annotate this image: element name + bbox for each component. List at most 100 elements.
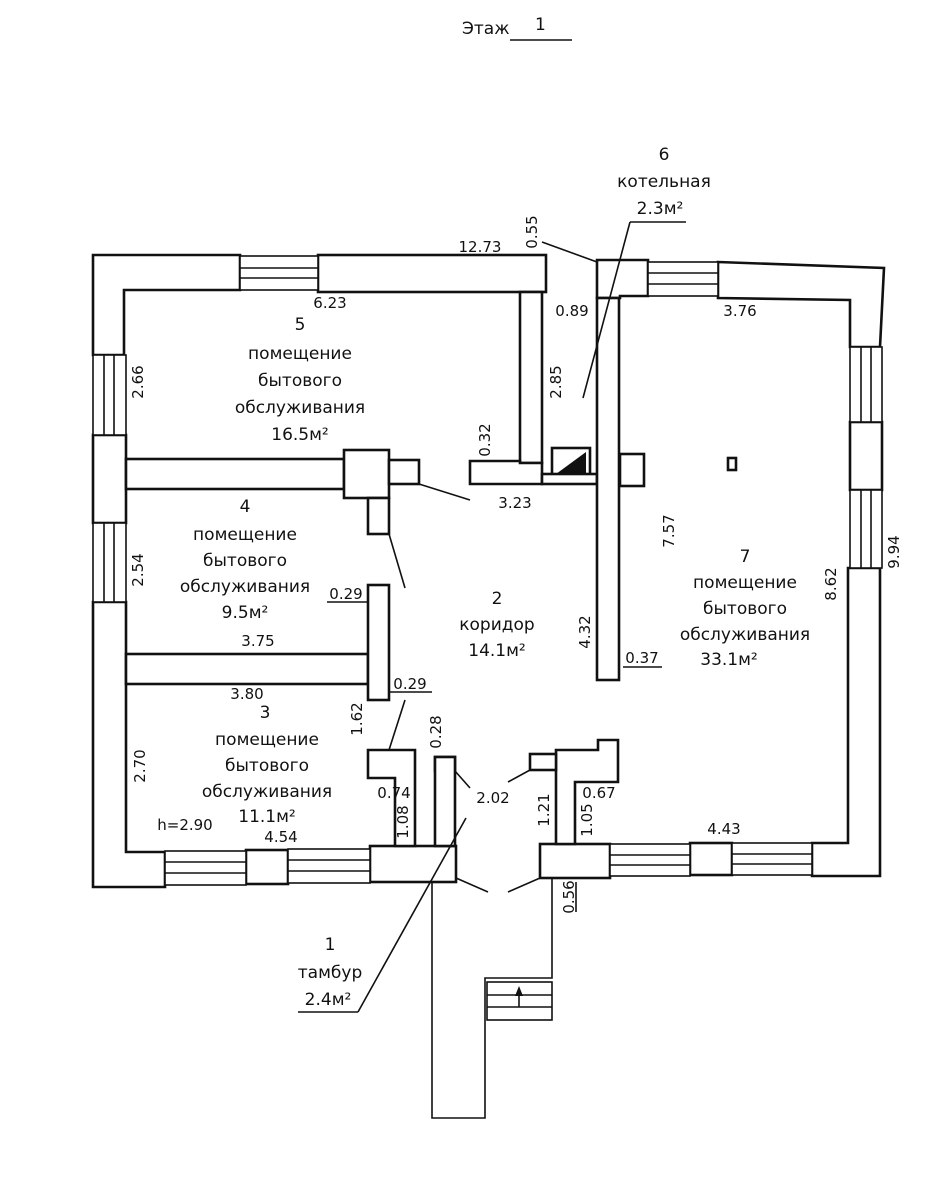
left-wall-mid xyxy=(91,433,128,525)
floor-number: 1 xyxy=(535,15,546,35)
dim-r5-width: 6.23 xyxy=(313,294,346,312)
dim-r7-width-bottom: 4.43 xyxy=(707,820,740,838)
room-2-number: 2 xyxy=(492,589,503,609)
dim-wall-108: 1.08 xyxy=(394,805,412,838)
room-3-name-3: обслуживания xyxy=(202,782,332,802)
partition-4-3 xyxy=(124,652,370,686)
outer-walls xyxy=(91,253,886,889)
dim-vestibule-width: 2.02 xyxy=(476,789,509,807)
wall-6-sill xyxy=(540,472,599,486)
room-7-name-3: обслуживания xyxy=(680,625,810,645)
dim-r3-width-top: 3.80 xyxy=(230,685,263,703)
floor-label: Этаж xyxy=(462,19,510,39)
dim-r7-width-top: 3.76 xyxy=(723,302,756,320)
bottom-pier-4 xyxy=(688,841,734,877)
window-right-1 xyxy=(849,346,883,423)
dim-corridor-width: 3.23 xyxy=(498,494,531,512)
wall-vertical-029 xyxy=(366,583,391,702)
room-4-label: 4 помещение бытового обслуживания 9.5м² xyxy=(180,497,310,623)
bottom-pier-3 xyxy=(538,842,612,880)
wall-vestibule-right-stub xyxy=(528,752,558,772)
dim-r4-width: 3.75 xyxy=(241,632,274,650)
dim-r7-depth: 8.62 xyxy=(822,567,840,600)
dim-corridor-length: 7.57 xyxy=(660,514,678,547)
room-2-label: 2 коридор 14.1м² xyxy=(459,589,534,661)
room-6-name: котельная xyxy=(617,172,711,192)
room-6-area: 2.3м² xyxy=(637,199,684,219)
top-wall-right xyxy=(595,258,650,300)
interior-walls xyxy=(124,290,738,848)
dim-wall-432: 4.32 xyxy=(576,615,594,648)
dim-wall-037: 0.37 xyxy=(625,649,658,667)
room-4-name-3: обслуживания xyxy=(180,577,310,597)
room-1-name: тамбур xyxy=(298,963,362,983)
arrow-up-icon xyxy=(515,986,523,996)
dim-wall-067: 0.67 xyxy=(582,784,615,802)
room-5-name-2: бытового xyxy=(258,371,342,391)
room-4-area: 9.5м² xyxy=(222,603,269,623)
top-wall-segment xyxy=(316,253,548,294)
dim-r6-width: 0.89 xyxy=(555,302,588,320)
room-7-name-1: помещение xyxy=(693,573,797,593)
window-bottom-1 xyxy=(164,850,247,886)
room-3-number: 3 xyxy=(260,703,271,723)
room-1-number: 1 xyxy=(325,935,336,955)
room-5-name-1: помещение xyxy=(248,344,352,364)
wall-7-stub xyxy=(618,452,646,488)
column-center xyxy=(342,448,391,500)
wall-vestibule-left xyxy=(366,748,417,848)
room-7-name-2: бытового xyxy=(703,599,787,619)
wall-vestibule-right xyxy=(554,738,620,846)
boiler-icon xyxy=(556,452,586,474)
dim-r3-width-bottom: 4.54 xyxy=(264,828,297,846)
window-top-2 xyxy=(647,261,719,297)
window-top-1 xyxy=(239,255,319,291)
dim-wall-028: 0.28 xyxy=(427,715,445,748)
window-bottom-2 xyxy=(287,848,371,884)
room-7-area: 33.1м² xyxy=(700,650,758,670)
dimensions-horizontal: 12.73 6.23 3.76 3.23 0.29 3.75 0.37 0.29… xyxy=(157,238,756,846)
window-bottom-4 xyxy=(731,842,813,876)
dimensions-vertical: 0.55 0.89 2.66 2.85 0.32 7.57 9.94 2.54 … xyxy=(129,215,903,913)
bottom-pier-1 xyxy=(244,848,290,886)
dim-ceiling-height: h=2.90 xyxy=(157,816,212,834)
room-3-label: 3 помещение бытового обслуживания 11.1м² xyxy=(202,703,332,827)
room-4-name-2: бытового xyxy=(203,551,287,571)
room-1-area: 2.4м² xyxy=(305,990,352,1010)
room-7-label: 7 помещение бытового обслуживания 33.1м² xyxy=(680,547,810,670)
wall-6-bottom xyxy=(468,459,544,486)
room-2-area: 14.1м² xyxy=(468,641,526,661)
dim-wall-056: 0.56 xyxy=(560,880,578,913)
room-7-number: 7 xyxy=(740,547,751,567)
column-lower xyxy=(366,496,391,536)
dim-wall-029-bottom: 0.29 xyxy=(393,675,426,693)
partition-5-4 xyxy=(124,457,346,491)
room-5-label: 5 помещение бытового обслуживания 16.5м² xyxy=(235,315,365,445)
window-bottom-3 xyxy=(609,843,691,877)
entrance-porch xyxy=(431,878,553,1119)
right-wall-mid xyxy=(848,420,884,492)
dim-wall-105: 1.05 xyxy=(578,803,596,836)
room-2-name: коридор xyxy=(459,615,534,635)
room-1-label: 1 тамбур 2.4м² xyxy=(298,935,362,1010)
window-left-1 xyxy=(92,354,127,436)
room-6-label: 6 котельная 2.3м² xyxy=(617,145,711,219)
dim-r6-depth: 2.85 xyxy=(547,365,565,398)
top-wall-left xyxy=(91,253,242,357)
dim-wall-121: 1.21 xyxy=(535,793,553,826)
column-room-7 xyxy=(726,456,738,472)
door-swings xyxy=(388,241,598,893)
room-6-number: 6 xyxy=(659,145,670,165)
right-wall-bottom xyxy=(810,566,882,878)
window-right-2 xyxy=(849,489,883,569)
room-3-name-2: бытового xyxy=(225,756,309,776)
wall-vestibule-post xyxy=(433,755,457,848)
dim-overall-width: 12.73 xyxy=(459,238,502,256)
leader-lines xyxy=(298,221,686,1013)
left-wall-bottom xyxy=(91,600,167,889)
dim-overall-depth: 9.94 xyxy=(885,535,903,568)
room-3-name-1: помещение xyxy=(215,730,319,750)
floor-title: Этаж 1 xyxy=(462,15,572,41)
dim-r5-depth: 2.66 xyxy=(129,365,147,398)
